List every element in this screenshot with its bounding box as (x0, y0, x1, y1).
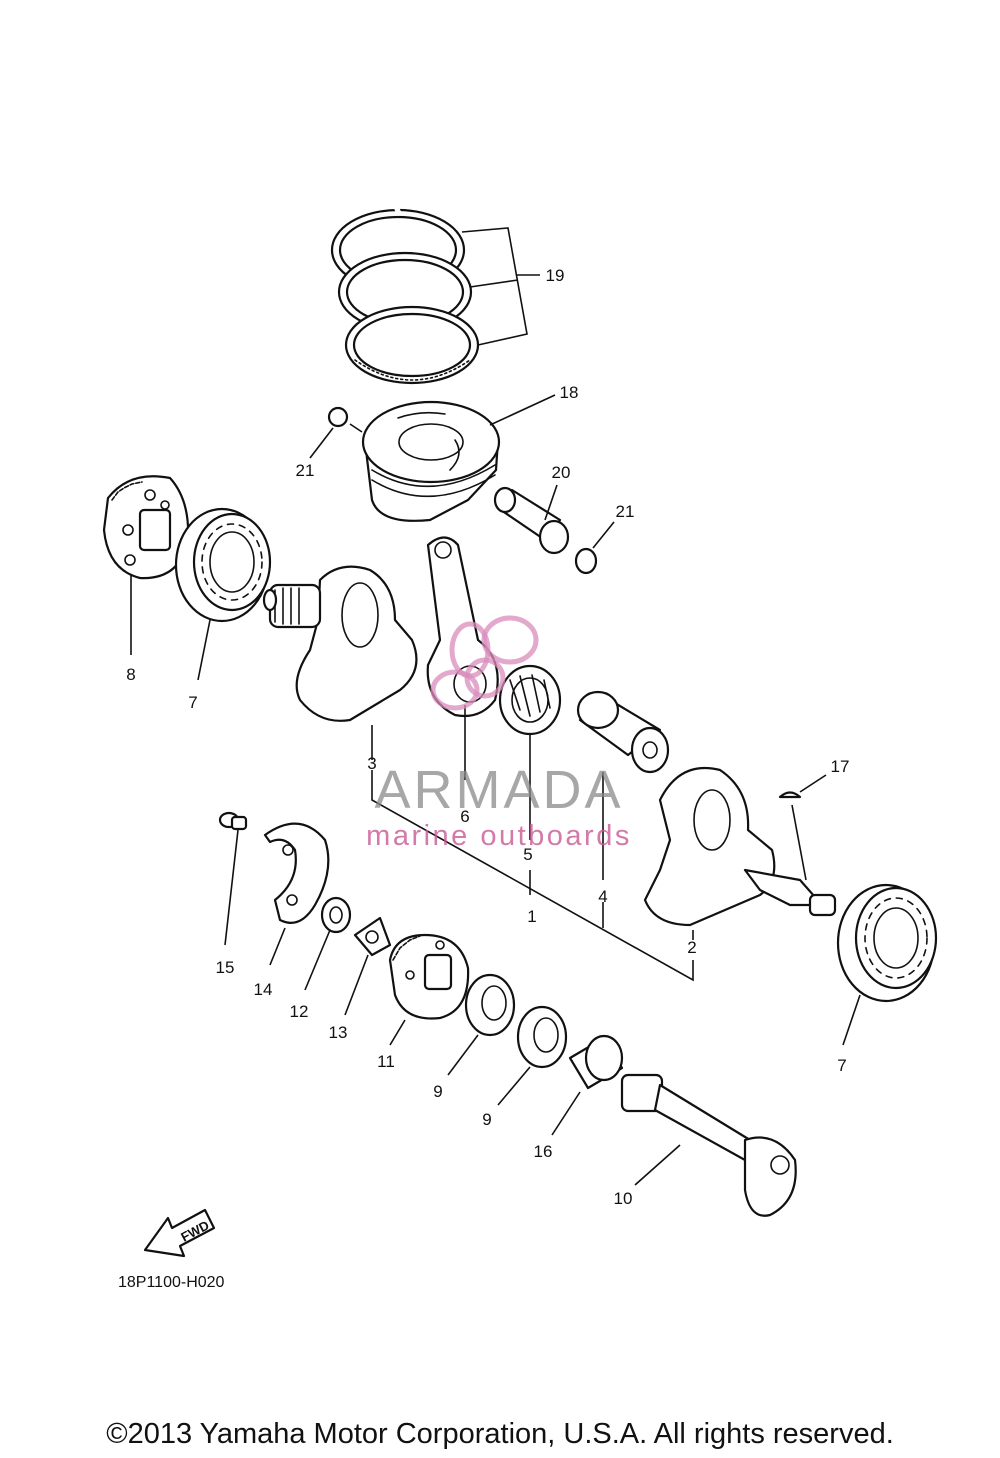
callout-10: 10 (614, 1189, 633, 1208)
callout-6: 6 (460, 807, 469, 826)
callout-8: 8 (126, 665, 135, 684)
callout-9-a: 9 (433, 1082, 442, 1101)
callout-21-right: 21 (616, 502, 635, 521)
drive-gear (102, 475, 190, 580)
callout-4: 4 (598, 887, 607, 906)
callout-2: 2 (687, 938, 696, 957)
callout-18: 18 (560, 383, 579, 402)
crank-half-right (643, 766, 837, 927)
callout-7-left: 7 (188, 693, 197, 712)
callout-15: 15 (216, 958, 235, 977)
callout-11: 11 (377, 1052, 395, 1071)
piston (361, 400, 501, 522)
callout-19: 19 (546, 266, 565, 285)
bearing-right (836, 883, 938, 1003)
callout-7-right: 7 (837, 1056, 846, 1075)
diagram-code: 18P1100-H020 (118, 1274, 225, 1291)
piston-pin (493, 486, 570, 555)
copyright-notice: ©2013 Yamaha Motor Corporation, U.S.A. A… (106, 1418, 894, 1450)
needle-bearing (498, 664, 562, 736)
callout-12: 12 (290, 1002, 309, 1021)
watermark-tagline: marine outboards (366, 820, 632, 852)
bearing-9a (464, 973, 516, 1037)
balancer-shaft (620, 1073, 797, 1217)
bearing-9b (516, 1005, 568, 1069)
callout-labels: 19 18 21 20 21 8 7 3 17 6 5 4 1 2 15 14 … (126, 266, 849, 1208)
nut (320, 896, 352, 934)
piston-rings (330, 205, 480, 385)
crank-half-left (262, 565, 418, 722)
callout-9-b: 9 (482, 1110, 491, 1129)
callout-17: 17 (831, 757, 850, 776)
callout-3: 3 (367, 754, 376, 773)
callout-1: 1 (527, 907, 536, 926)
bolt (218, 811, 248, 831)
callout-16: 16 (534, 1142, 553, 1161)
callout-21-left: 21 (296, 461, 315, 480)
balancer-drive-gear (388, 933, 470, 1020)
callout-14: 14 (254, 980, 273, 999)
bearing-left (174, 507, 272, 623)
fwd-arrow-icon: FWD (143, 1208, 216, 1258)
watermark-brand: ARMADA (374, 760, 623, 820)
callout-20: 20 (552, 463, 571, 482)
needle-bearing-16 (568, 1034, 624, 1090)
woodruff-key (778, 791, 802, 799)
callout-13: 13 (329, 1023, 348, 1042)
balancer-weight (263, 822, 330, 924)
crank-pin (576, 690, 670, 774)
callout-5: 5 (523, 845, 532, 864)
piston-pin-clip-right (574, 547, 598, 575)
armada-watermark: ARMADA marine outboards (366, 615, 632, 852)
lock-washer (353, 916, 392, 957)
piston-pin-clip-left (327, 406, 349, 428)
